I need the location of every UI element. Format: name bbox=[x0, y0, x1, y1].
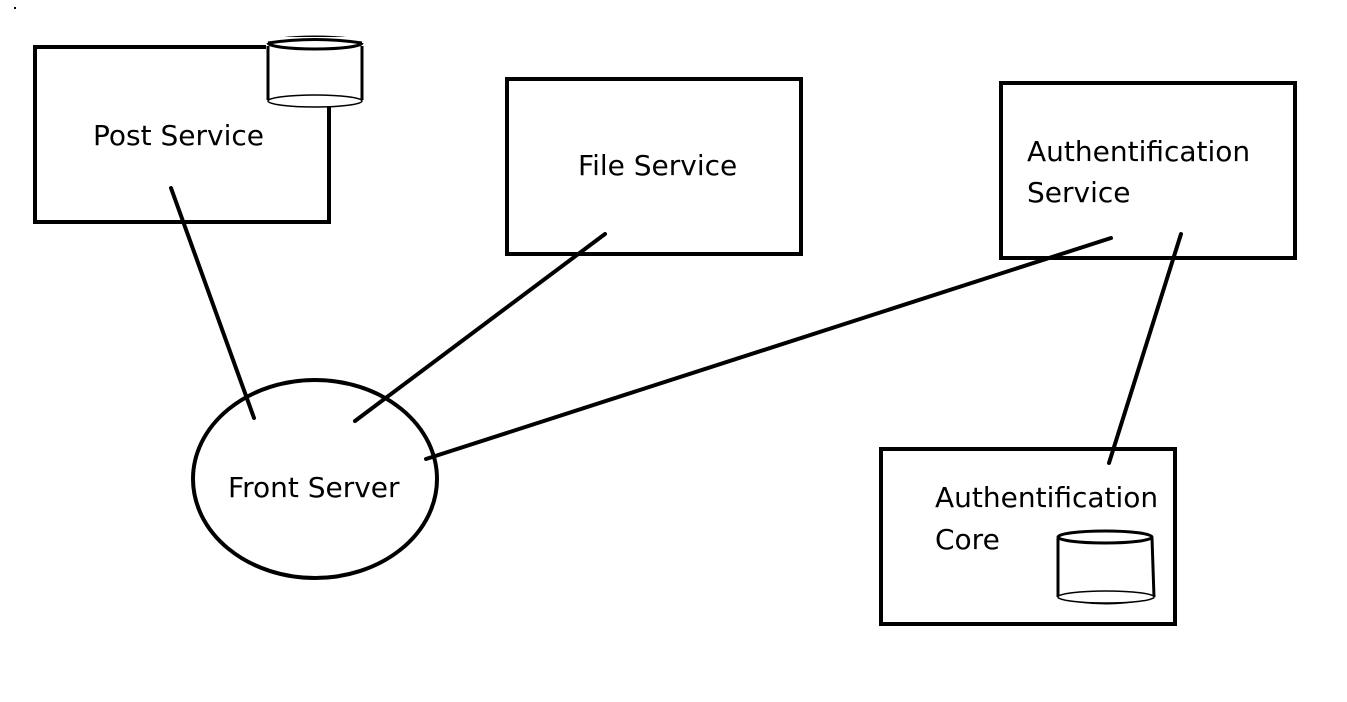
auth-core-database-icon bbox=[1055, 529, 1156, 605]
post-service-node: Post Service bbox=[33, 35, 364, 224]
front-server-ellipse bbox=[191, 378, 439, 580]
file-service-box bbox=[505, 77, 803, 256]
auth-service-node: Authentification Service bbox=[999, 81, 1297, 260]
edge-file-service-to-front-server bbox=[353, 232, 607, 423]
post-service-label: Post Service bbox=[93, 119, 264, 152]
post-service-database-icon bbox=[266, 35, 364, 108]
edge-auth-service-to-front-server bbox=[424, 236, 1113, 461]
auth-core-label-line1: Authentification bbox=[935, 481, 1158, 514]
auth-service-box bbox=[999, 81, 1297, 260]
stray-dot bbox=[14, 7, 16, 9]
auth-core-node: Authentification Core bbox=[879, 447, 1177, 626]
front-server-node: Front Server bbox=[191, 378, 439, 580]
edge-post-service-to-front-server bbox=[169, 186, 256, 420]
auth-service-label-line1: Authentification bbox=[1027, 135, 1250, 168]
auth-service-label-line2: Service bbox=[1027, 176, 1130, 209]
file-service-node: File Service bbox=[505, 77, 803, 256]
auth-core-label-line2: Core bbox=[935, 523, 1000, 556]
file-service-label: File Service bbox=[578, 149, 737, 182]
edge-auth-service-to-auth-core bbox=[1107, 232, 1183, 465]
front-server-label: Front Server bbox=[228, 471, 400, 504]
